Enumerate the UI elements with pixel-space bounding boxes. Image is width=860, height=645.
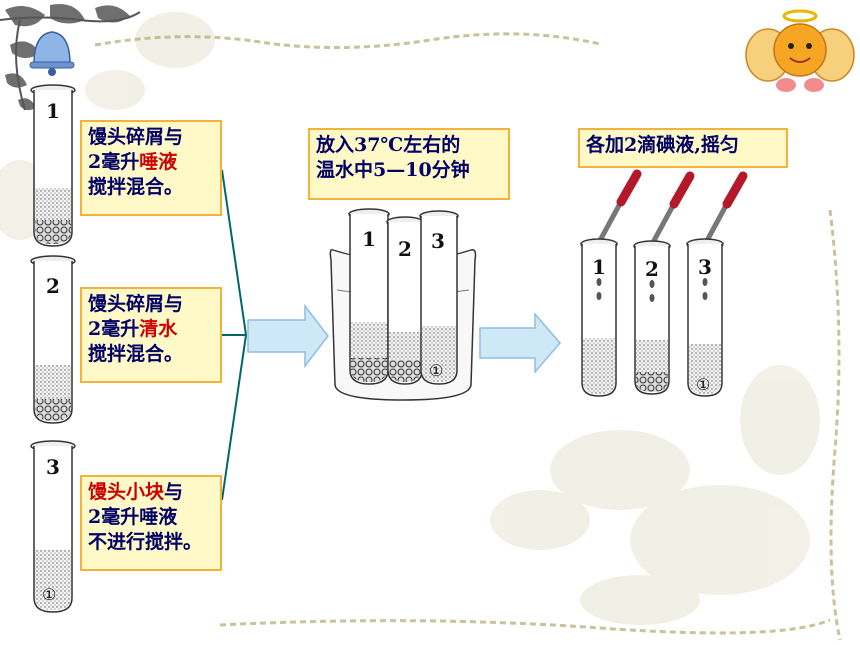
test-tube-3: 3 ①	[30, 440, 76, 613]
tube-1-description: 馒头碎屑与 2毫升唾液 搅拌混合。	[80, 120, 222, 216]
beaker-tube-2: 2	[386, 216, 424, 385]
dropper-icon	[647, 171, 695, 250]
iodine-test-tubes: 1 2 3 ①	[580, 169, 748, 397]
svg-text:2: 2	[645, 257, 659, 281]
tube-number: 1	[46, 99, 60, 123]
dropper-icon	[700, 171, 748, 250]
warm-water-step-label: 放入37℃左右的 温水中5—10分钟	[308, 128, 510, 200]
tube-number: 2	[46, 274, 60, 298]
arrow-right-icon	[479, 311, 561, 375]
beaker-tube-1: 1	[348, 208, 390, 385]
svg-text:2: 2	[398, 237, 412, 261]
iodine-step-label: 各加2滴碘液,摇匀	[578, 128, 788, 168]
beaker-tube-3: 3 ①	[419, 210, 459, 385]
test-tube-1: 1	[30, 84, 76, 247]
iodine-tube-2: 2	[633, 240, 671, 395]
svg-text:3: 3	[431, 229, 445, 253]
tube-number: 3	[46, 455, 60, 479]
svg-text:3: 3	[698, 255, 712, 279]
svg-text:①: ①	[429, 361, 443, 380]
test-tube-2: 2	[30, 255, 76, 424]
sample-marker: ①	[42, 585, 56, 604]
svg-text:1: 1	[592, 255, 606, 279]
beaker-water-bath: 1 2 3 ①	[329, 208, 477, 401]
svg-text:1: 1	[362, 227, 376, 251]
dropper-icon	[594, 169, 642, 248]
tube-2-description: 馒头碎屑与 2毫升清水 搅拌混合。	[80, 287, 222, 383]
svg-text:①: ①	[696, 375, 710, 394]
arrow-right-icon	[247, 303, 329, 369]
iodine-tube-3: 3 ①	[686, 238, 724, 397]
tube-3-description: 馒头小块与 2毫升唾液 不进行搅拌。	[80, 475, 222, 571]
iodine-tube-1: 1	[580, 238, 618, 397]
